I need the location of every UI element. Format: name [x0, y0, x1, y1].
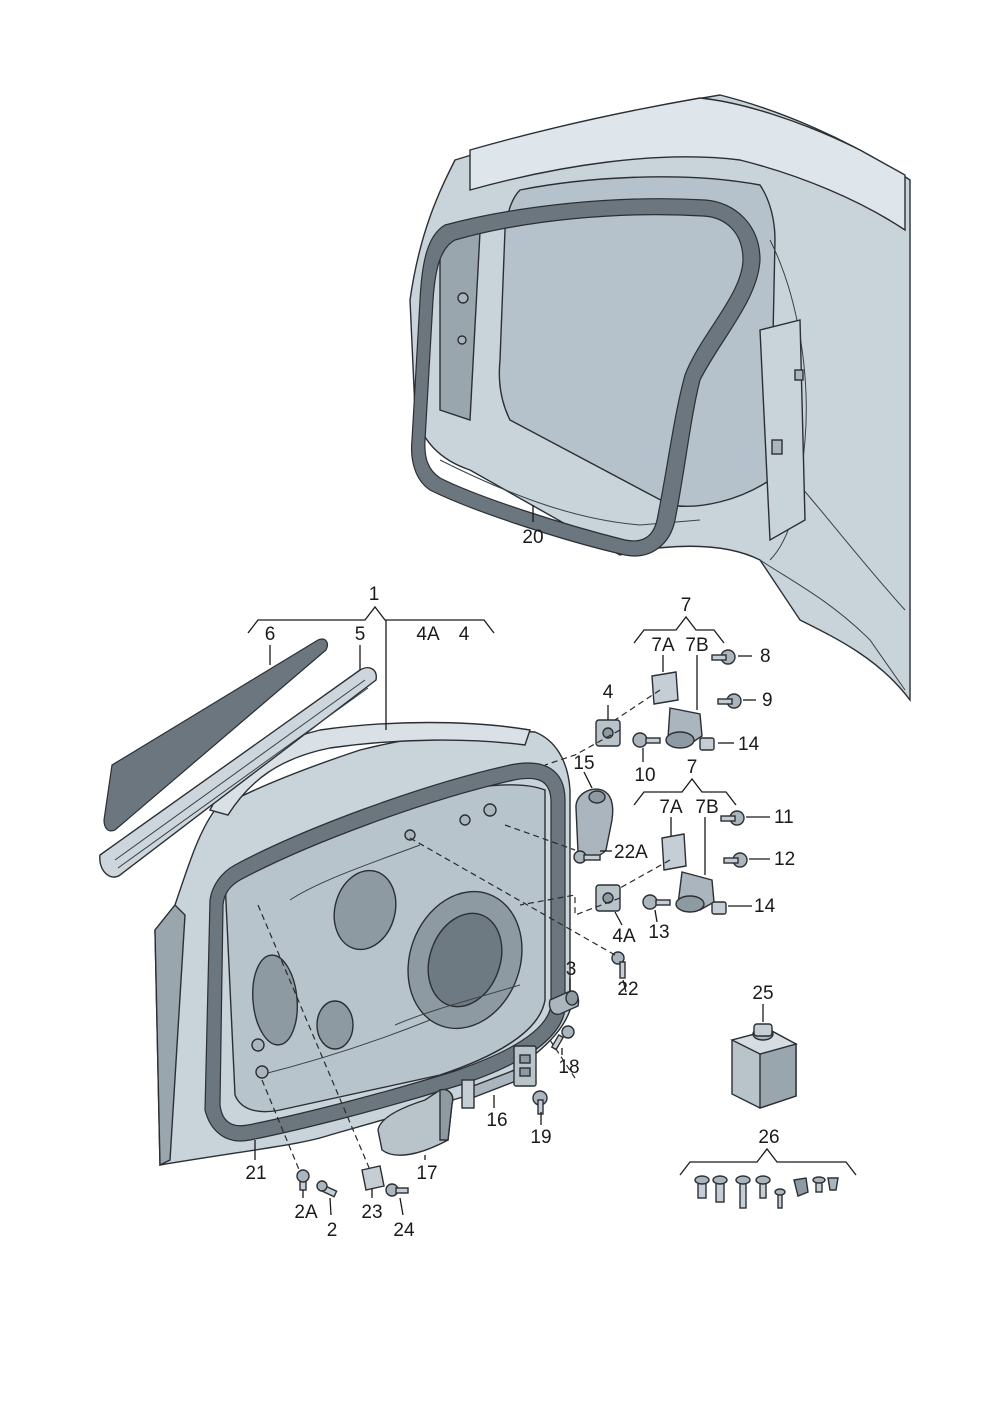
hinge-half-7a-upper [651, 671, 679, 705]
fastener-7 [812, 1176, 826, 1193]
label-4a-top: 4A [416, 624, 440, 645]
bolt-12 [723, 852, 748, 868]
upper-hinge-parts [595, 649, 742, 751]
part-15-cover [575, 788, 614, 858]
door-seal [204, 762, 566, 1142]
clip-23 [361, 1165, 385, 1191]
label-4a-bot: 4A [612, 926, 636, 947]
part-3-buffer [548, 990, 580, 1015]
label-7b-top: 7B [685, 635, 708, 656]
car-body-shell [409, 94, 911, 703]
label-23: 23 [361, 1202, 382, 1223]
part-25-container [730, 1023, 798, 1109]
fastener-1 [694, 1175, 710, 1199]
label-24: 24 [393, 1220, 415, 1241]
bolt-8 [711, 649, 736, 665]
bolt-18 [550, 1025, 575, 1051]
label-5: 5 [355, 624, 366, 645]
label-19: 19 [530, 1127, 551, 1148]
door-trim-strip [99, 667, 377, 878]
leader-lines [247, 505, 857, 1216]
bolt-2 [316, 1180, 338, 1198]
label-7a-bot: 7A [659, 797, 683, 818]
label-22: 22 [617, 979, 638, 1000]
label-4-top: 4 [459, 624, 470, 645]
part-26-fastener-set [694, 1175, 839, 1209]
bolt-13 [642, 894, 671, 910]
label-3: 3 [566, 959, 577, 980]
label-8: 8 [760, 646, 771, 667]
label-6: 6 [265, 624, 276, 645]
fastener-8 [827, 1177, 839, 1191]
window-seal-foil [103, 638, 329, 832]
label-26: 26 [758, 1127, 779, 1148]
fastener-6 [793, 1177, 809, 1197]
assembly-guide-lines [257, 689, 671, 1173]
bolt-22 [611, 951, 626, 979]
fastener-4 [755, 1175, 771, 1199]
bolt-2a [296, 1169, 310, 1191]
label-11: 11 [774, 807, 794, 828]
label-10: 10 [634, 765, 655, 786]
label-16: 16 [486, 1110, 507, 1131]
label-25: 25 [752, 983, 773, 1004]
door-check-16 [461, 1045, 537, 1109]
body-door-seal [410, 198, 761, 557]
callout-labels: 20 1 6 5 4A 4 7 7A 7B 8 9 4 14 10 15 7 7… [245, 527, 795, 1241]
bolt-10 [632, 732, 661, 748]
label-2: 2 [327, 1220, 338, 1241]
label-18: 18 [558, 1057, 579, 1078]
label-14-top: 14 [738, 734, 760, 755]
label-7a-top: 7A [651, 635, 675, 656]
bolt-22a [573, 850, 601, 864]
label-15: 15 [573, 753, 594, 774]
label-14-bot: 14 [754, 896, 776, 917]
label-21: 21 [245, 1163, 266, 1184]
label-7b-bot: 7B [695, 797, 718, 818]
label-2a: 2A [294, 1202, 318, 1223]
label-4-mid: 4 [603, 682, 614, 703]
label-12: 12 [774, 849, 795, 870]
fastener-5 [774, 1188, 786, 1209]
bolt-11 [720, 810, 745, 826]
label-7-top: 7 [681, 595, 692, 616]
label-13: 13 [648, 922, 669, 943]
door-shell [154, 721, 571, 1167]
label-17: 17 [416, 1163, 437, 1184]
label-9: 9 [762, 690, 773, 711]
fastener-2 [712, 1175, 728, 1203]
bolt-19 [532, 1090, 548, 1115]
label-20: 20 [522, 527, 543, 548]
fastener-3 [735, 1175, 751, 1209]
hinge-half-7a-lower [661, 833, 687, 871]
bolt-9 [717, 693, 742, 709]
label-1: 1 [369, 584, 380, 605]
lower-hinge-parts [595, 810, 748, 915]
label-7-bot: 7 [687, 757, 698, 778]
label-22a: 22A [614, 842, 648, 863]
bolt-24 [385, 1183, 409, 1197]
part-17-cover [377, 1088, 454, 1156]
